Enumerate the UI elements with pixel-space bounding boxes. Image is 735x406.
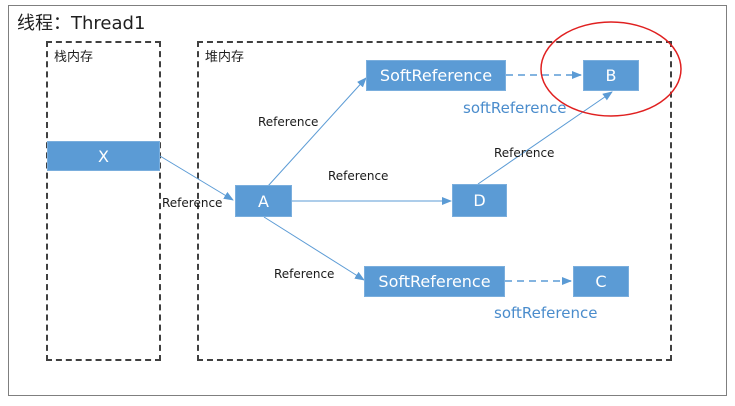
node-b: B xyxy=(583,60,639,91)
heap-label: 堆内存 xyxy=(205,50,245,65)
edge-a-soft-bottom xyxy=(263,216,365,281)
edge-label-d-b: Reference xyxy=(494,146,555,160)
highlight-circle xyxy=(540,21,682,117)
edge-d-b xyxy=(477,91,613,185)
node-a: A xyxy=(235,185,292,217)
edge-label-x-a: Reference xyxy=(162,196,223,210)
node-c: C xyxy=(573,266,629,297)
heap-region: 堆内存 xyxy=(197,41,672,361)
soft-reference-label-c: softReference xyxy=(494,304,598,322)
stack-label: 栈内存 xyxy=(54,50,94,65)
node-soft-reference-bottom: SoftReference xyxy=(364,266,505,297)
edge-a-soft-top xyxy=(267,77,367,187)
edge-label-a-d: Reference xyxy=(328,169,389,183)
stack-region: 栈内存 xyxy=(46,41,161,361)
node-d: D xyxy=(452,184,507,217)
edge-label-a-soft-bottom: Reference xyxy=(274,267,335,281)
node-x: X xyxy=(47,141,160,171)
soft-reference-label-b: softReference xyxy=(463,99,567,117)
node-soft-reference-top: SoftReference xyxy=(366,60,506,91)
edge-x-a xyxy=(159,155,234,201)
thread-title: 线程：Thread1 xyxy=(17,13,146,34)
edge-label-a-soft-top: Reference xyxy=(258,115,319,129)
